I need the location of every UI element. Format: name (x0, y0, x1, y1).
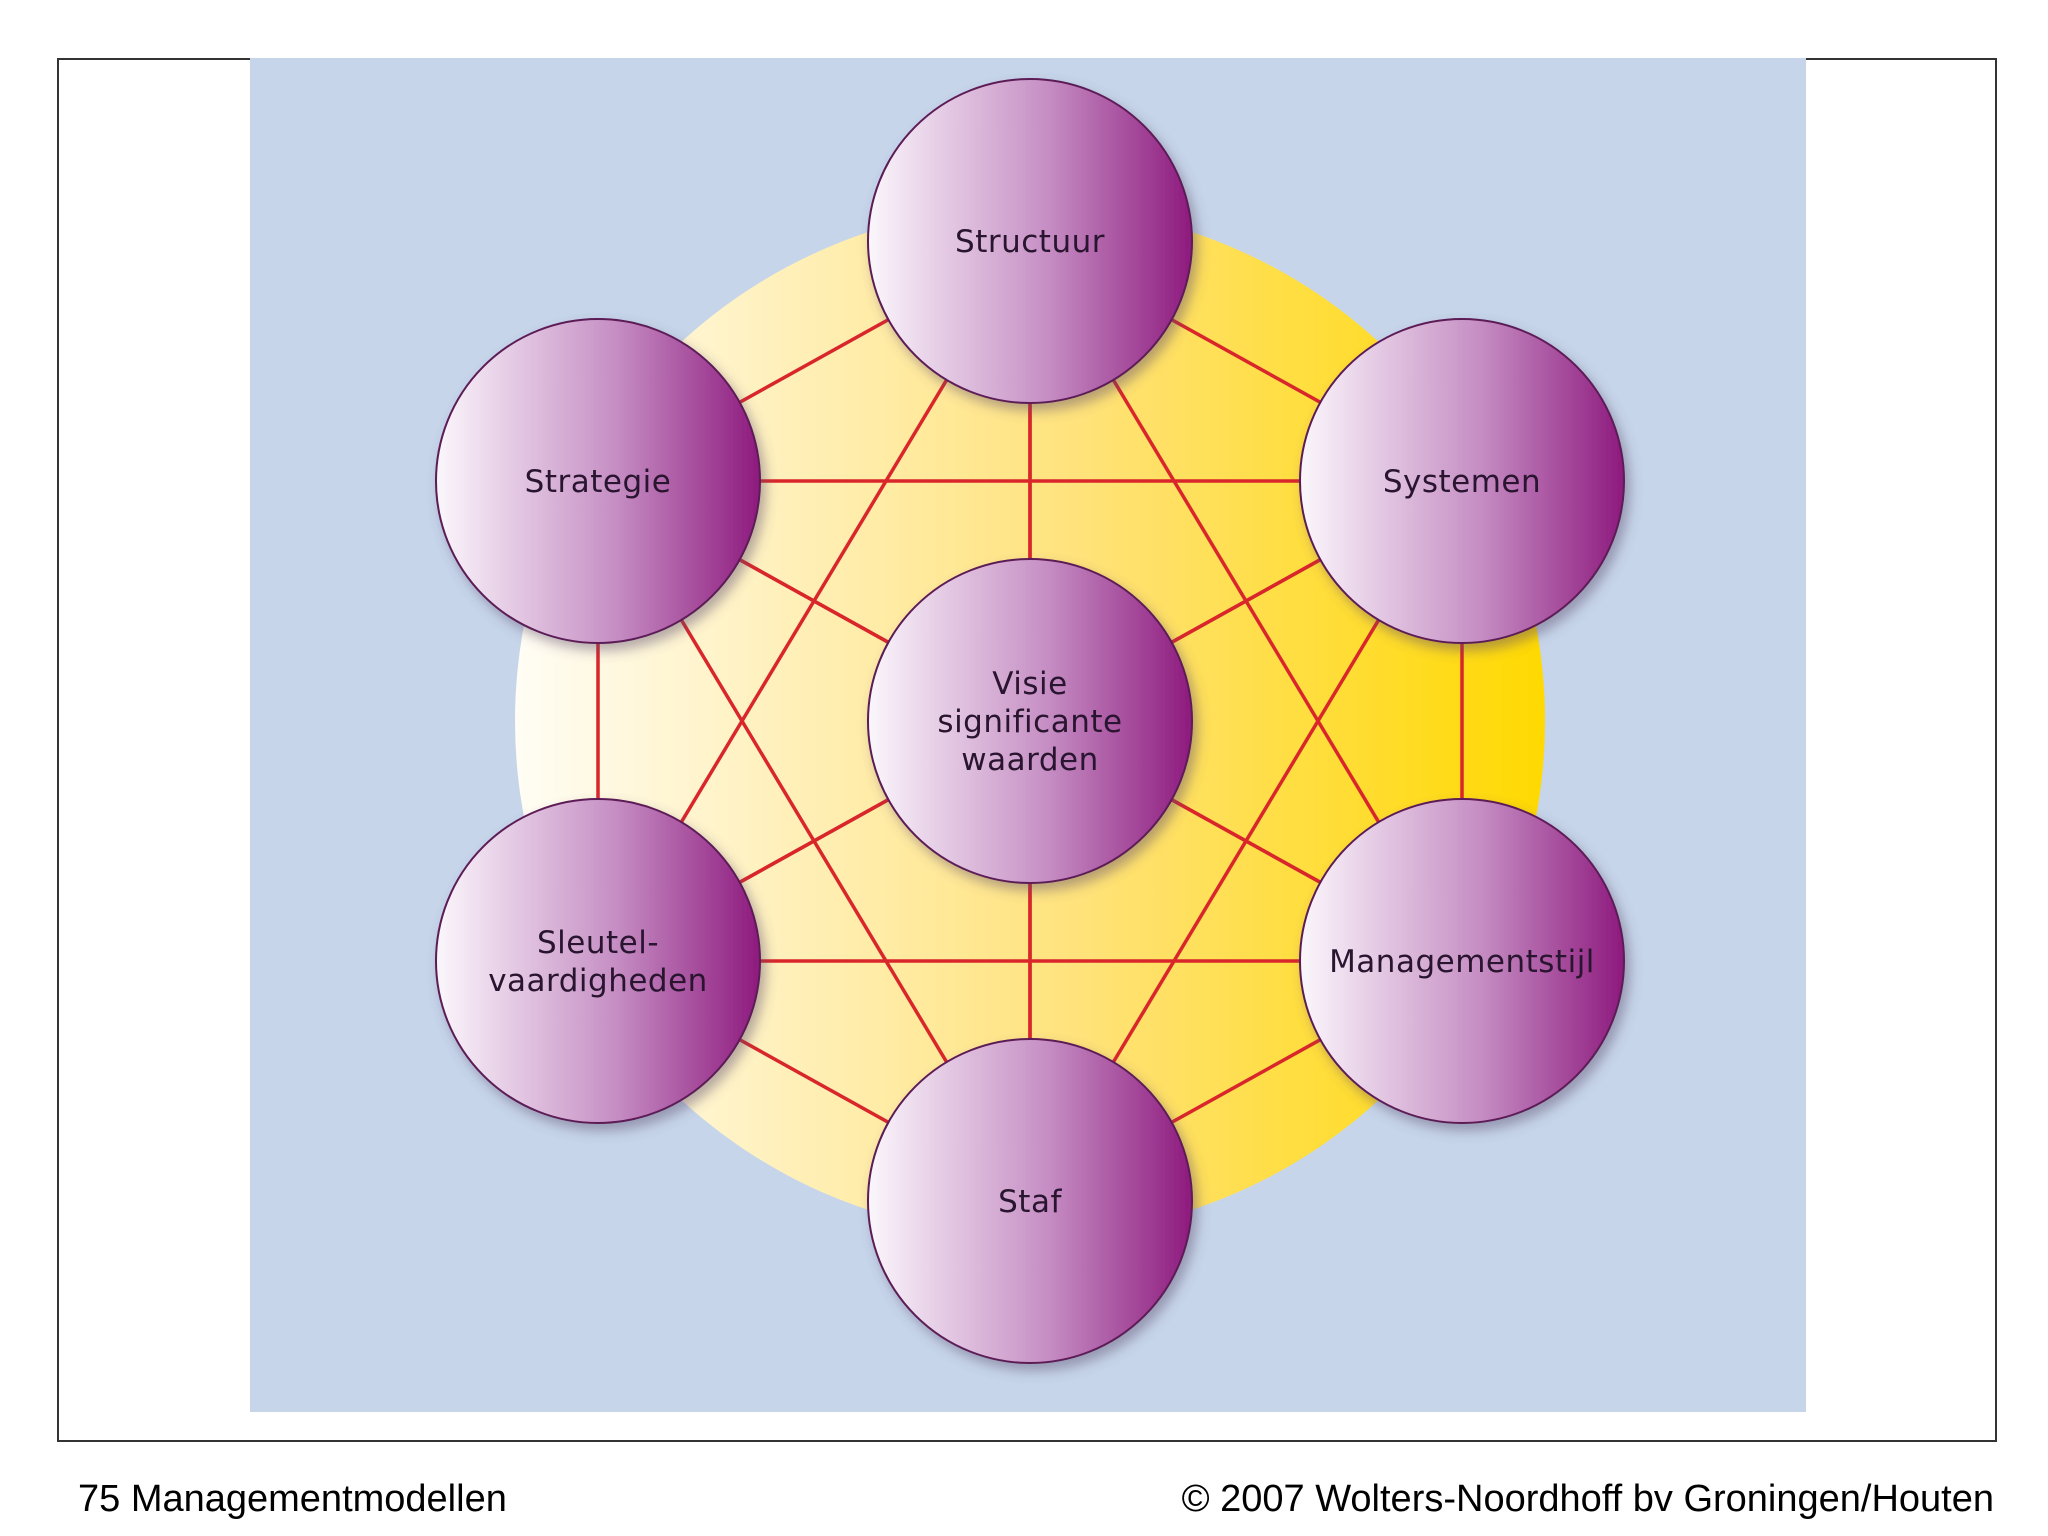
node-staf-circle (867, 1038, 1193, 1364)
node-sleutelvaardigheden-label: Sleutel- (537, 925, 659, 961)
node-sleutelvaardigheden: Sleutel-vaardigheden (435, 798, 761, 1124)
footer-book-title: 75 Managementmodellen (78, 1478, 507, 1520)
node-systemen-circle (1299, 318, 1625, 644)
node-strategie-circle (435, 318, 761, 644)
node-center-label: Visie (992, 666, 1067, 702)
node-staf: Staf (867, 1038, 1193, 1364)
node-managementstijl: Managementstijl (1299, 798, 1625, 1124)
node-managementstijl-circle (1299, 798, 1625, 1124)
node-sleutelvaardigheden-label: vaardigheden (488, 963, 708, 999)
node-structuur-label: Structuur (955, 224, 1105, 260)
node-center-label: waarden (961, 742, 1098, 778)
footer-copyright: © 2007 Wolters-Noordhoff bv Groningen/Ho… (1181, 1478, 1994, 1520)
node-sleutelvaardigheden-circle (435, 798, 761, 1124)
node-managementstijl-label: Managementstijl (1329, 944, 1595, 980)
node-center-label: significante (937, 704, 1122, 740)
node-structuur-circle (867, 78, 1193, 404)
node-strategie-label: Strategie (525, 464, 672, 500)
node-systemen: Systemen (1299, 318, 1625, 644)
node-structuur: Structuur (867, 78, 1193, 404)
node-strategie: Strategie (435, 318, 761, 644)
node-center-circle (867, 558, 1193, 884)
node-systemen-label: Systemen (1383, 464, 1541, 500)
node-staf-label: Staf (998, 1184, 1062, 1220)
